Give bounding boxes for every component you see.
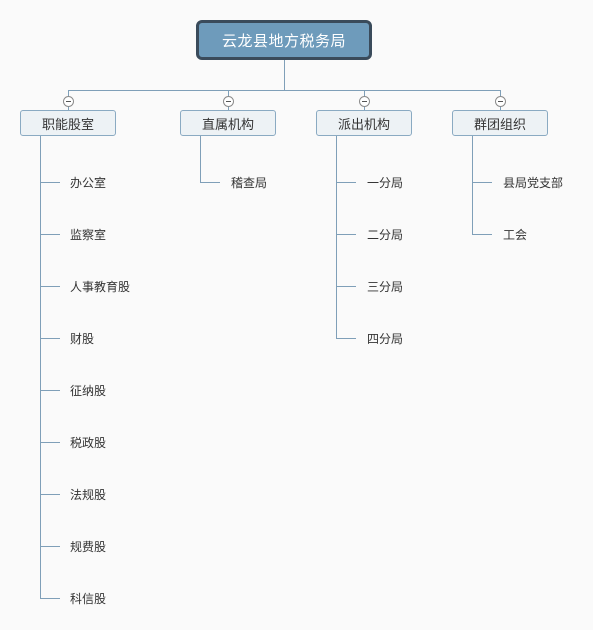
leaf-node[interactable]: 监察室 bbox=[70, 228, 107, 242]
leaf-node[interactable]: 四分局 bbox=[367, 332, 404, 346]
root-node[interactable]: 云龙县地方税务局 bbox=[196, 20, 372, 60]
leaf-node[interactable]: 法规股 bbox=[70, 488, 107, 502]
leaf-node[interactable]: 征纳股 bbox=[70, 384, 107, 398]
branch-node-field-offices[interactable]: 派出机构 bbox=[316, 110, 412, 136]
leaf-node[interactable]: 人事教育股 bbox=[70, 280, 131, 294]
leaf-node[interactable]: 办公室 bbox=[70, 176, 107, 190]
leaf-node[interactable]: 税政股 bbox=[70, 436, 107, 450]
leaf-node[interactable]: 二分局 bbox=[367, 228, 404, 242]
leaf-node[interactable]: 规费股 bbox=[70, 540, 107, 554]
collapse-toggle-icon[interactable] bbox=[495, 96, 506, 107]
branch-node-mass-organizations[interactable]: 群团组织 bbox=[452, 110, 548, 136]
branch-node-functional-offices[interactable]: 职能股室 bbox=[20, 110, 116, 136]
branch-node-direct-agencies[interactable]: 直属机构 bbox=[180, 110, 276, 136]
collapse-toggle-icon[interactable] bbox=[223, 96, 234, 107]
leaf-node[interactable]: 县局党支部 bbox=[503, 176, 564, 190]
leaf-node[interactable]: 科信股 bbox=[70, 592, 107, 606]
collapse-toggle-icon[interactable] bbox=[359, 96, 370, 107]
leaf-node[interactable]: 一分局 bbox=[367, 176, 404, 190]
leaf-node[interactable]: 稽查局 bbox=[231, 176, 268, 190]
leaf-node[interactable]: 财股 bbox=[70, 332, 95, 346]
leaf-node[interactable]: 三分局 bbox=[367, 280, 404, 294]
collapse-toggle-icon[interactable] bbox=[63, 96, 74, 107]
leaf-node[interactable]: 工会 bbox=[503, 228, 528, 242]
